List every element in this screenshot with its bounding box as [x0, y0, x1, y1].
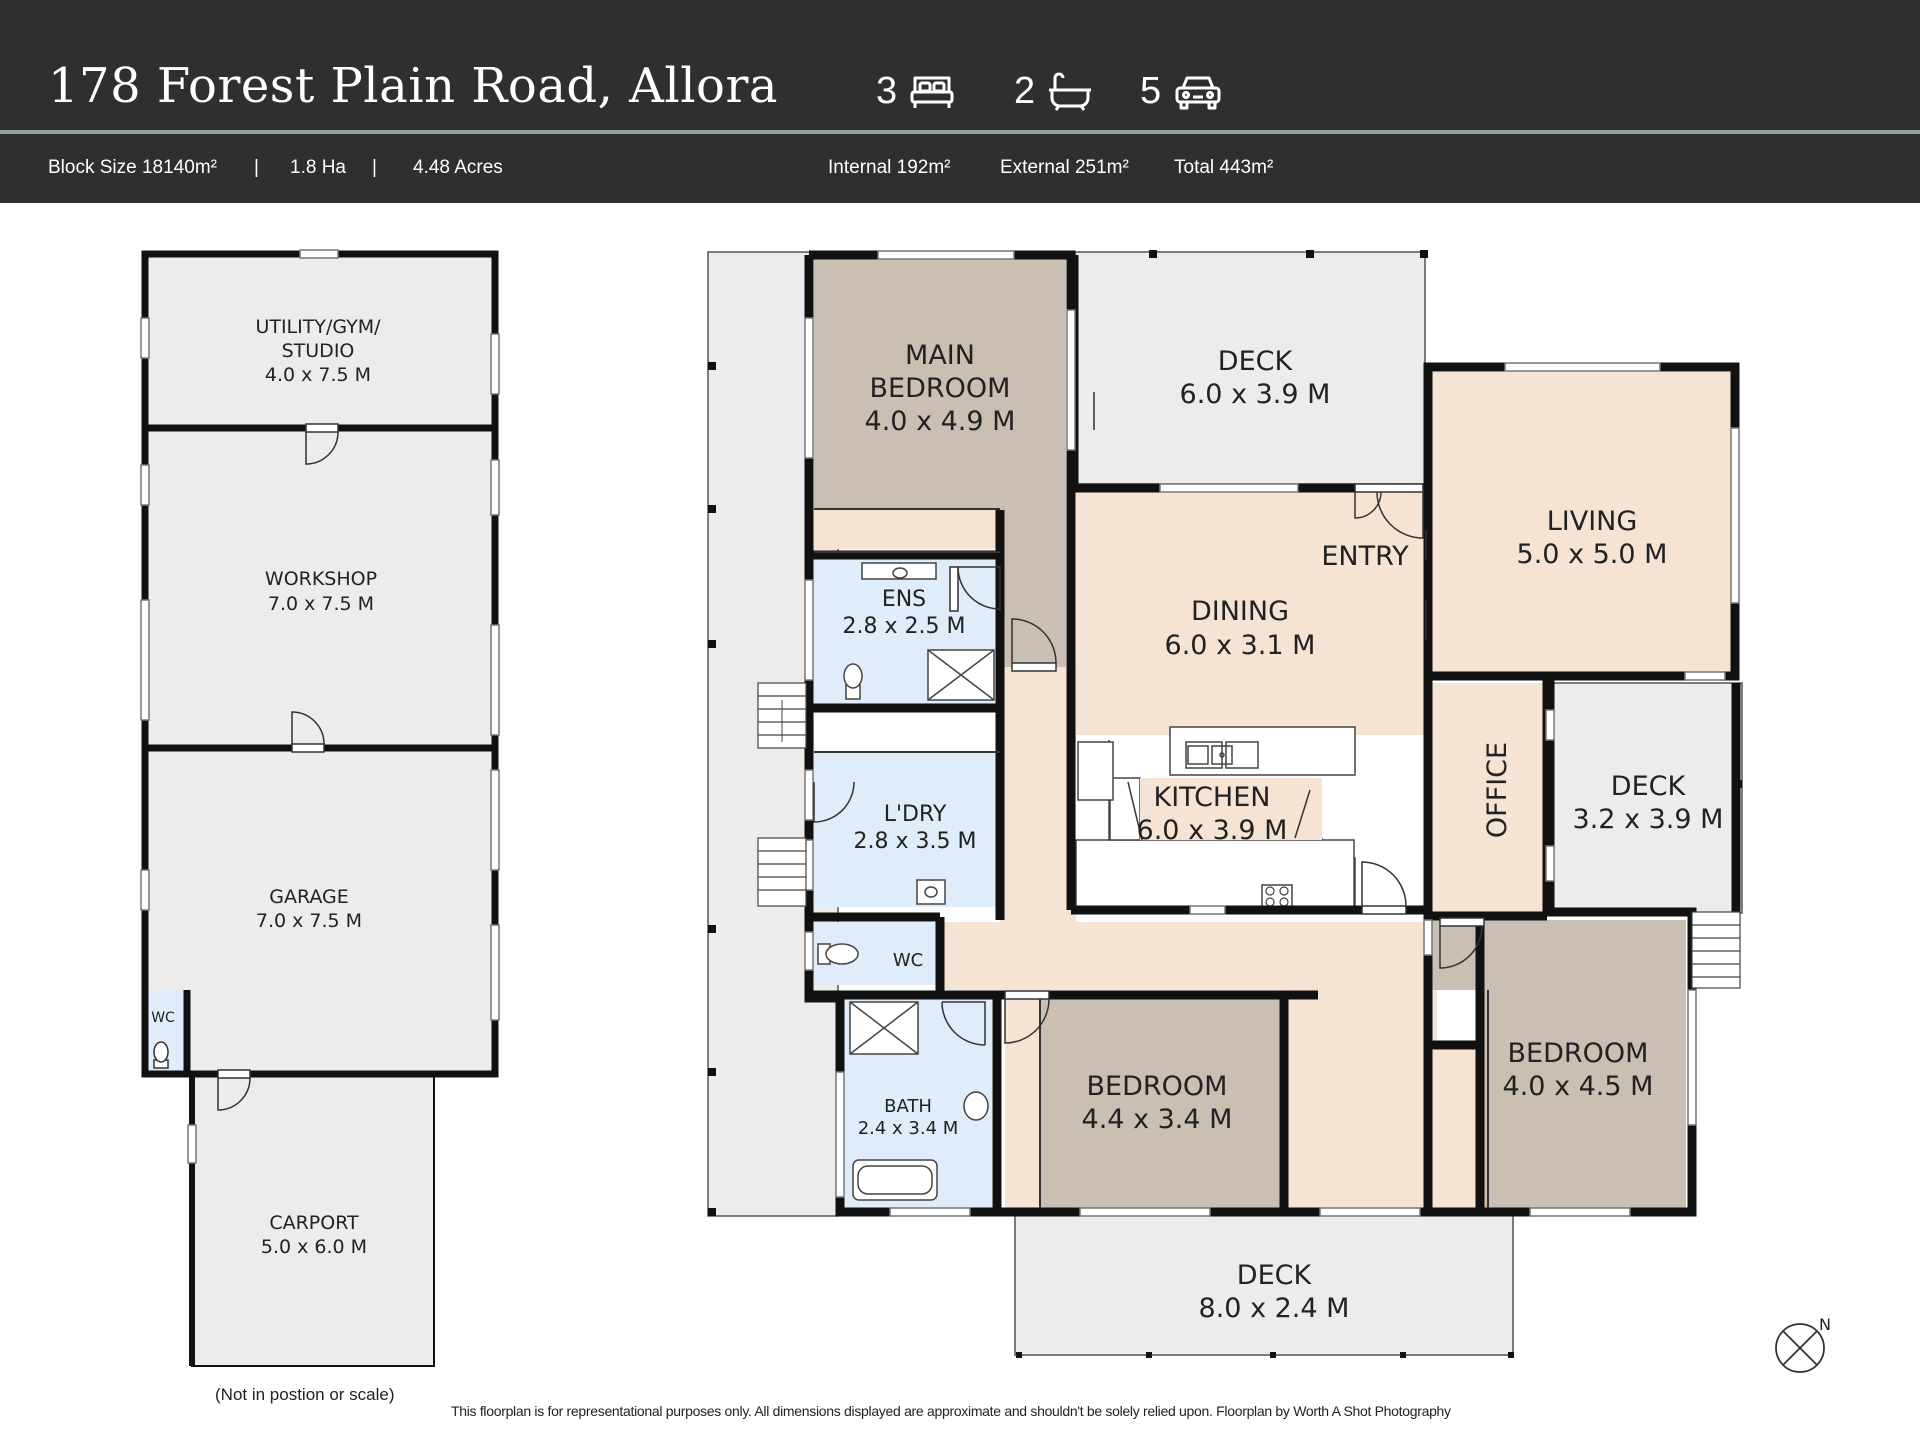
- main-bedroom-name-2: BEDROOM: [870, 373, 1011, 404]
- dining-size: 6.0 x 3.1 M: [1165, 630, 1316, 661]
- south-deck-name: DECK: [1237, 1260, 1313, 1291]
- bedroom3-robe2-fill: [1437, 990, 1482, 1045]
- linen-fill: [814, 712, 1000, 752]
- total-area: Total 443m²: [1174, 157, 1274, 178]
- bedroom-count: 3: [876, 70, 955, 113]
- bathroom-fixtures: [817, 562, 995, 1201]
- hall-fill: [1000, 667, 1076, 922]
- separator: |: [254, 157, 259, 178]
- bedroom2-name: BEDROOM: [1087, 1071, 1228, 1102]
- workshop-name: WORKSHOP: [265, 568, 377, 590]
- house-windows: [804, 250, 1740, 1217]
- external-area: External 251m²: [1000, 157, 1129, 178]
- living-name: LIVING: [1547, 506, 1638, 537]
- house-doors: [813, 392, 1485, 1046]
- outbuilding-doors: [217, 423, 339, 1111]
- kitchen-name: KITCHEN: [1154, 782, 1271, 813]
- outbuilding-windows: [140, 249, 500, 1164]
- carport-name: CARPORT: [269, 1212, 359, 1234]
- south-deck-fill: [1014, 1214, 1514, 1356]
- kitchen-benches: [1075, 726, 1356, 909]
- property-address: 178 Forest Plain Road, Allora: [48, 58, 778, 114]
- workshop-room-fill: [145, 428, 495, 748]
- block-acres: 4.48 Acres: [413, 157, 503, 178]
- main-bedroom-robe-fill: [1000, 259, 1066, 667]
- entry-name: ENTRY: [1321, 541, 1409, 572]
- corridor-fill: [936, 922, 1428, 990]
- internal-area: Internal 192m²: [828, 157, 951, 178]
- office-fill: [1431, 683, 1547, 913]
- deck-posts: [708, 250, 1742, 1358]
- south-deck-size: 8.0 x 2.4 M: [1199, 1293, 1350, 1324]
- kitchen-sink: [1187, 745, 1233, 765]
- east-deck-size: 3.2 x 3.9 M: [1573, 804, 1724, 835]
- bedroom2-robe-fill: [1005, 998, 1040, 1208]
- bathroom-count: 2: [1014, 70, 1093, 113]
- bedroom-count-value: 3: [876, 70, 898, 112]
- bedroom3-name: BEDROOM: [1508, 1038, 1649, 1069]
- office-name: OFFICE: [1482, 742, 1513, 838]
- bedroom3-size: 4.0 x 4.5 M: [1503, 1071, 1654, 1102]
- outbuilding-plan: UTILITY/GYM/ STUDIO 4.0 x 7.5 M WORKSHOP…: [140, 249, 500, 1367]
- main-bedroom-hall-fill: [814, 509, 1000, 549]
- north-deck-fill: [1074, 251, 1426, 485]
- dining-name: DINING: [1191, 596, 1289, 627]
- wc-name: WC: [893, 950, 923, 971]
- block-hectares: 1.8 Ha: [290, 157, 346, 178]
- living-size: 5.0 x 5.0 M: [1517, 539, 1668, 570]
- utility-room-name-1: UTILITY/GYM/: [255, 316, 381, 338]
- block-size: Block Size 18140m²: [48, 157, 217, 178]
- bath-size: 2.4 x 3.4 M: [858, 1118, 959, 1139]
- header-bar: 178 Forest Plain Road, Allora 3 2 5: [0, 0, 1920, 203]
- carport-fill: [192, 1076, 434, 1366]
- utility-room-name-2: STUDIO: [282, 340, 355, 362]
- utility-room-fill: [145, 254, 495, 428]
- bathroom-count-value: 2: [1014, 70, 1036, 112]
- north-deck-size: 6.0 x 3.9 M: [1180, 379, 1331, 410]
- outbuilding-note: (Not in postion or scale): [215, 1385, 395, 1404]
- main-bedroom-size: 4.0 x 4.9 M: [865, 406, 1016, 437]
- north-arrow-icon: [1775, 1323, 1825, 1373]
- garage-size: 7.0 x 7.5 M: [256, 910, 362, 932]
- garage-room-fill: [145, 748, 495, 1073]
- carport-size: 5.0 x 6.0 M: [261, 1236, 367, 1258]
- separator: |: [372, 157, 377, 178]
- utility-room-size: 4.0 x 7.5 M: [265, 364, 371, 386]
- outbuilding-wc-name: WC: [151, 1010, 175, 1026]
- car-space-count: 5: [1140, 70, 1223, 113]
- garage-name: GARAGE: [269, 886, 349, 908]
- stairs: [757, 682, 1741, 989]
- workshop-size: 7.0 x 7.5 M: [268, 593, 374, 615]
- east-deck-name: DECK: [1611, 771, 1687, 802]
- living-fill: [1431, 372, 1731, 672]
- disclaimer: This floorplan is for representational p…: [451, 1403, 1451, 1419]
- ensuite-name: ENS: [882, 587, 926, 612]
- outbuilding-toilet: [153, 1041, 169, 1069]
- car-icon: [1175, 76, 1221, 109]
- bath-name: BATH: [884, 1096, 932, 1117]
- car-space-count-value: 5: [1140, 70, 1162, 112]
- bathtub-icon: [1049, 72, 1092, 111]
- north-deck-name: DECK: [1218, 346, 1294, 377]
- laundry-size: 2.8 x 3.5 M: [854, 829, 977, 854]
- main-bedroom-name-1: MAIN: [905, 340, 975, 371]
- header-divider: [0, 130, 1920, 134]
- bed-icon: [910, 76, 954, 108]
- corridor-south-fill: [1285, 990, 1428, 1215]
- bedroom2-size: 4.4 x 3.4 M: [1082, 1104, 1233, 1135]
- bedroom2-fill: [1005, 998, 1280, 1208]
- house-plan: MAIN BEDROOM 4.0 x 4.9 M DECK 6.0 x 3.9 …: [707, 250, 1743, 1358]
- ensuite-size: 2.8 x 2.5 M: [843, 614, 966, 639]
- kitchen-size: 6.0 x 3.9 M: [1137, 815, 1288, 846]
- north-label: N: [1819, 1315, 1831, 1334]
- laundry-name: L'DRY: [884, 802, 947, 827]
